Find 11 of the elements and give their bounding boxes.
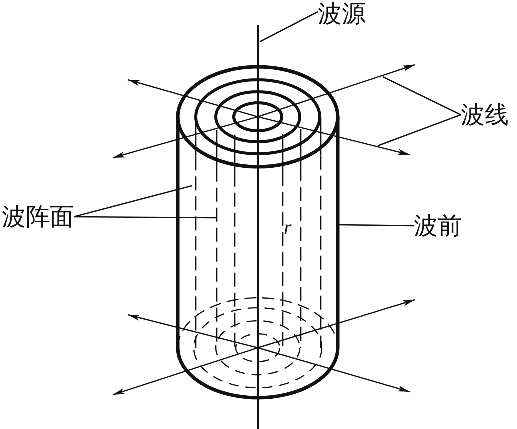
- radius-label: r: [284, 218, 292, 238]
- leader-line: [74, 216, 217, 219]
- label-text: 波前: [414, 212, 462, 240]
- leader-line: [74, 185, 192, 218]
- leader-line: [260, 11, 318, 43]
- label-text: 波源: [318, 0, 366, 28]
- leader-line: [339, 224, 414, 227]
- leader-line: [378, 114, 462, 147]
- label-text: 波线: [461, 101, 509, 129]
- label-text: 波阵面: [2, 203, 74, 231]
- leader-line: [382, 76, 462, 116]
